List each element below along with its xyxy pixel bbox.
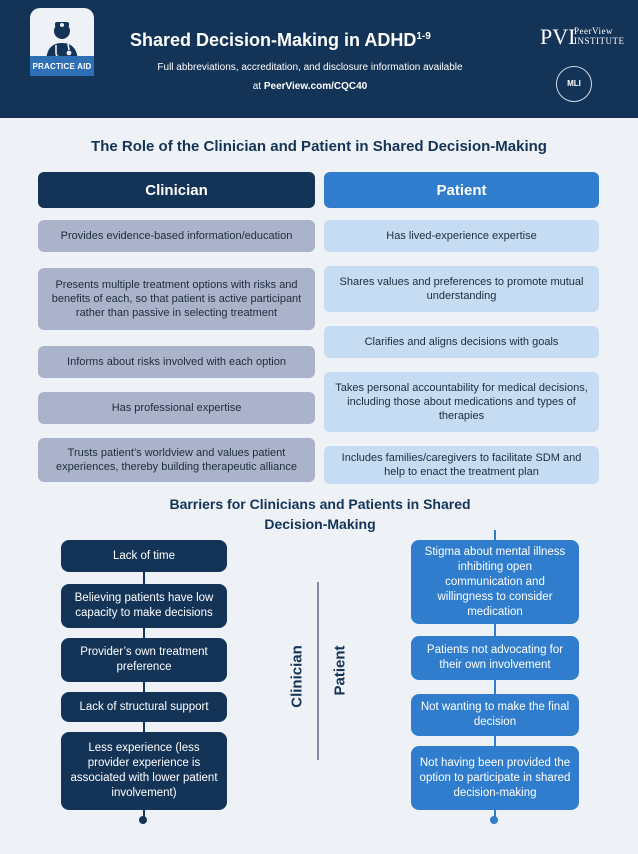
clinician-role-item: Trusts patient’s worldview and values pa…	[38, 438, 315, 482]
patient-barrier: Stigma about mental illness inhibiting o…	[411, 540, 579, 624]
clinician-role-item: Presents multiple treatment options with…	[38, 268, 315, 330]
title-references: 1-9	[416, 31, 431, 42]
subtitle-line1: Full abbreviations, accreditation, and d…	[157, 62, 463, 73]
clinician-rail-end-dot	[139, 816, 147, 824]
section1-title: The Role of the Clinician and Patient in…	[91, 138, 547, 155]
peerview-logo: PVI PeerView INSTITUTE	[540, 24, 630, 49]
section2-title: Barriers for Clinicians and Patients in …	[169, 496, 471, 532]
clinician-role-item: Provides evidence-based information/educ…	[38, 220, 315, 252]
pvi-mark: PVI	[540, 24, 576, 49]
clinician-barrier: Lack of time	[61, 540, 227, 572]
patient-role-item: Includes families/caregivers to facilita…	[324, 446, 599, 484]
patient-role-item: Shares values and preferences to promote…	[324, 266, 599, 312]
patient-vertical-label: Patient	[331, 645, 349, 696]
patient-role-item: Takes personal accountability for medica…	[324, 372, 599, 432]
peerview-link[interactable]: PeerView.com/CQC40	[263, 81, 368, 92]
clinician-barrier: Lack of structural support	[61, 692, 227, 722]
page-subtitle: Full abbreviations, accreditation, and d…	[130, 58, 490, 96]
clinician-header: Clinician	[38, 172, 315, 208]
clinician-barrier: Believing patients have low capacity to …	[61, 584, 227, 628]
patient-role-item: Has lived-experience expertise	[324, 220, 599, 252]
patient-rail-end-dot	[490, 816, 498, 824]
header-banner: PRACTICE AID Shared Decision-Making in A…	[0, 0, 638, 118]
clinician-vertical-label: Clinician	[288, 645, 306, 708]
patient-role-item: Clarifies and aligns decisions with goal…	[324, 326, 599, 358]
page-title: Shared Decision-Making in ADHD1-9	[130, 30, 431, 50]
patient-barrier: Not wanting to make the final decision	[411, 694, 579, 736]
patient-barrier: Not having been provided the option to p…	[411, 746, 579, 810]
subtitle-line2: at PeerView.com/CQC40	[252, 81, 368, 92]
clinician-role-item: Informs about risks involved with each o…	[38, 346, 315, 378]
pvi-name: PeerView INSTITUTE	[574, 26, 625, 46]
badge-label: PRACTICE AID	[30, 56, 94, 76]
patient-header: Patient	[324, 172, 599, 208]
accreditation-seal-icon: MLI	[556, 66, 592, 102]
clinician-barrier: Provider’s own treatment preference	[61, 638, 227, 682]
clinician-role-item: Has professional expertise	[38, 392, 315, 424]
patient-barrier: Patients not advocating for their own in…	[411, 636, 579, 680]
clinician-barrier: Less experience (less provider experienc…	[61, 732, 227, 810]
barrier-divider	[317, 582, 319, 760]
